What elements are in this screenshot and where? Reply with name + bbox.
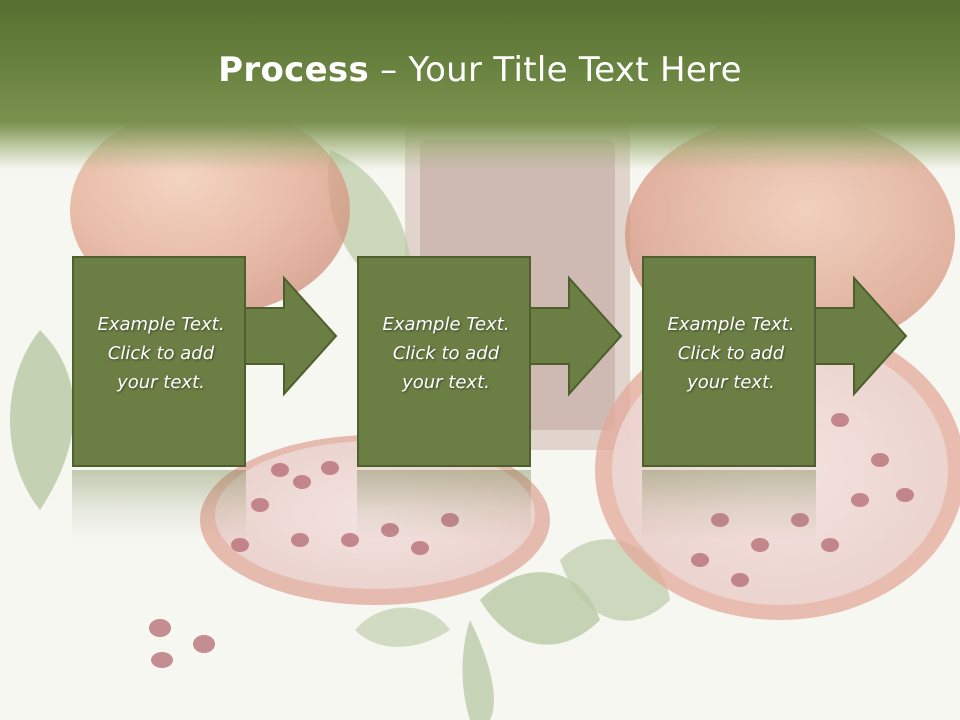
- step-2-line-2: Click to add: [392, 343, 500, 364]
- step-1-line-3: your text.: [117, 372, 205, 393]
- title-band: [0, 0, 960, 170]
- process-step-3[interactable]: Example Text. Click to add your text.: [642, 256, 912, 468]
- arrow-right-icon: [72, 256, 338, 467]
- process-step-1[interactable]: Example Text. Click to add your text.: [72, 256, 342, 468]
- arrow-right-icon: [357, 256, 623, 467]
- step-3-line-1: Example Text.: [667, 314, 795, 335]
- step-1-reflection: [72, 470, 246, 540]
- step-3-reflection: [642, 470, 816, 540]
- step-3-line-2: Click to add: [677, 343, 785, 364]
- title-bold: Process: [218, 50, 370, 90]
- slide-title: Process – Your Title Text Here: [0, 50, 960, 90]
- step-1-line-1: Example Text.: [97, 314, 225, 335]
- process-step-2[interactable]: Example Text. Click to add your text.: [357, 256, 627, 468]
- step-2-line-3: your text.: [402, 372, 490, 393]
- step-1-line-2: Click to add: [107, 343, 215, 364]
- step-2-reflection: [357, 470, 531, 540]
- step-3-line-3: your text.: [687, 372, 775, 393]
- step-3-text[interactable]: Example Text. Click to add your text.: [646, 310, 816, 397]
- arrow-right-icon: [642, 256, 908, 467]
- step-2-text[interactable]: Example Text. Click to add your text.: [361, 310, 531, 397]
- step-1-text[interactable]: Example Text. Click to add your text.: [76, 310, 246, 397]
- step-2-line-1: Example Text.: [382, 314, 510, 335]
- title-rest: – Your Title Text Here: [369, 50, 742, 90]
